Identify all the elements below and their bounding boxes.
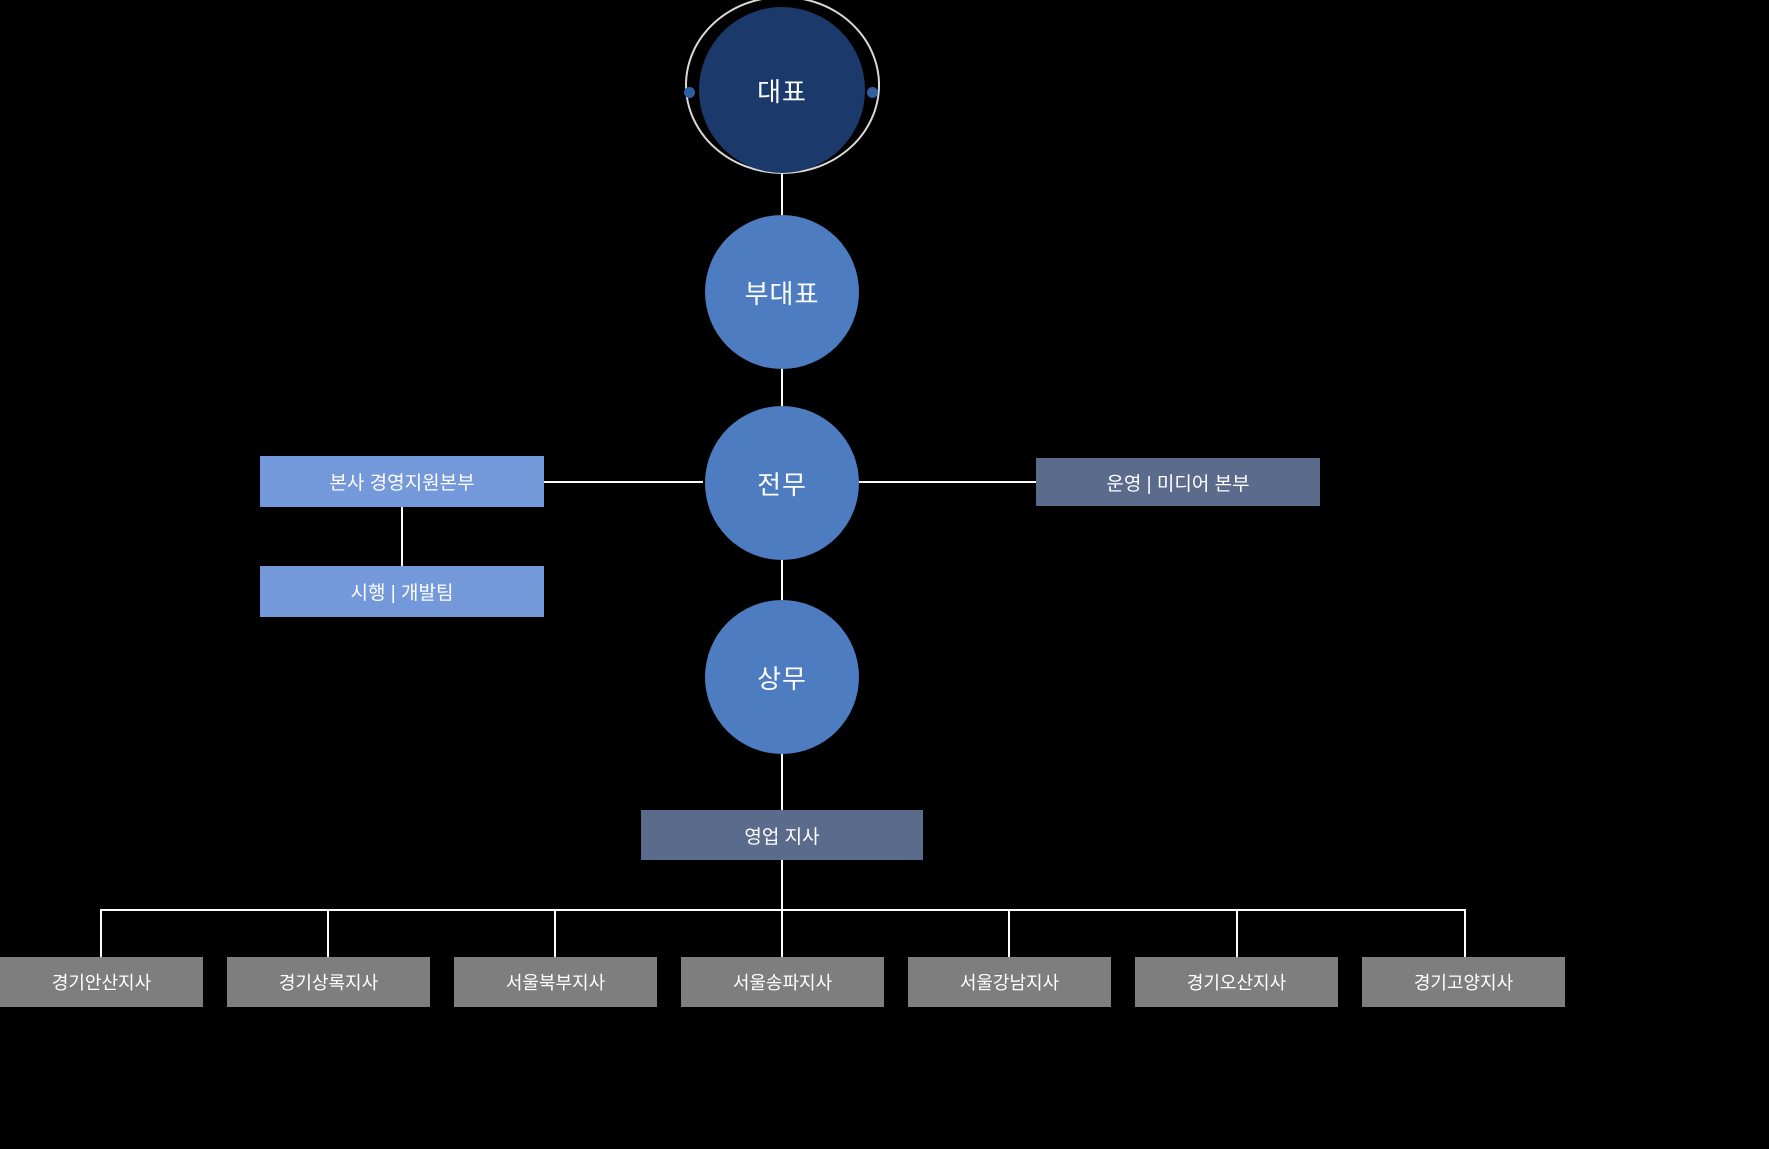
- node-dev-team[interactable]: 시행 | 개발팀: [260, 566, 544, 617]
- node-executive-director-label: 전무: [757, 469, 807, 500]
- branch-office-2[interactable]: 경기상록지사: [227, 957, 430, 1007]
- branch-office-3[interactable]: 서울북부지사: [454, 957, 657, 1007]
- connector-branch-drop-2: [327, 909, 329, 957]
- node-vice-ceo[interactable]: 부대표: [705, 215, 859, 369]
- connector-ceo-to-vice: [781, 168, 783, 216]
- connector-sales-to-trunk: [781, 859, 783, 910]
- node-ceo[interactable]: 대표: [699, 7, 865, 173]
- connector-branch-bus: [100, 909, 1466, 911]
- branch-office-5-label: 서울강남지사: [959, 973, 1060, 993]
- connector-branch-drop-7: [1464, 909, 1466, 957]
- node-hq-support[interactable]: 본사 경영지원본부: [260, 456, 544, 507]
- branch-office-7[interactable]: 경기고양지사: [1362, 957, 1565, 1007]
- branch-office-1[interactable]: 경기안산지사: [0, 957, 203, 1007]
- branch-office-7-label: 경기고양지사: [1413, 973, 1514, 993]
- node-executive-director[interactable]: 전무: [705, 406, 859, 560]
- branch-office-4-label: 서울송파지사: [732, 973, 833, 993]
- branch-office-4[interactable]: 서울송파지사: [681, 957, 884, 1007]
- connector-vice-to-exec: [781, 366, 783, 408]
- node-hq-support-label: 본사 경영지원본부: [329, 473, 475, 494]
- connector-exec-to-hq-support: [543, 481, 703, 483]
- node-ceo-label: 대표: [757, 76, 807, 107]
- connector-exec-to-media: [859, 481, 1037, 483]
- node-sales-branches[interactable]: 영업 지사: [641, 810, 923, 860]
- node-managing-director-label: 상무: [757, 663, 807, 694]
- node-media-division[interactable]: 운영 | 미디어 본부: [1036, 458, 1320, 506]
- branch-office-6[interactable]: 경기오산지사: [1135, 957, 1338, 1007]
- node-sales-branches-label: 영업 지사: [744, 826, 820, 848]
- branch-office-2-label: 경기상록지사: [278, 973, 379, 993]
- node-vice-ceo-label: 부대표: [744, 278, 820, 309]
- connector-managing-to-sales: [781, 748, 783, 810]
- node-dev-team-label: 시행 | 개발팀: [350, 583, 454, 604]
- branch-office-6-label: 경기오산지사: [1186, 973, 1287, 993]
- ceo-selection-handle-left[interactable]: [684, 87, 695, 98]
- node-media-division-label: 운영 | 미디어 본부: [1106, 473, 1250, 495]
- connector-branch-drop-5: [1008, 909, 1010, 957]
- branch-office-1-label: 경기안산지사: [51, 973, 152, 993]
- node-managing-director[interactable]: 상무: [705, 600, 859, 754]
- connector-branch-drop-6: [1236, 909, 1238, 957]
- connector-branch-drop-1: [100, 909, 102, 957]
- connector-branch-drop-4: [781, 909, 783, 957]
- branch-office-3-label: 서울북부지사: [505, 973, 606, 993]
- branch-office-5[interactable]: 서울강남지사: [908, 957, 1111, 1007]
- connector-branch-drop-3: [554, 909, 556, 957]
- connector-hq-support-to-dev-team: [401, 506, 403, 567]
- ceo-selection-handle-right[interactable]: [867, 87, 878, 98]
- connector-exec-to-managing: [781, 560, 783, 608]
